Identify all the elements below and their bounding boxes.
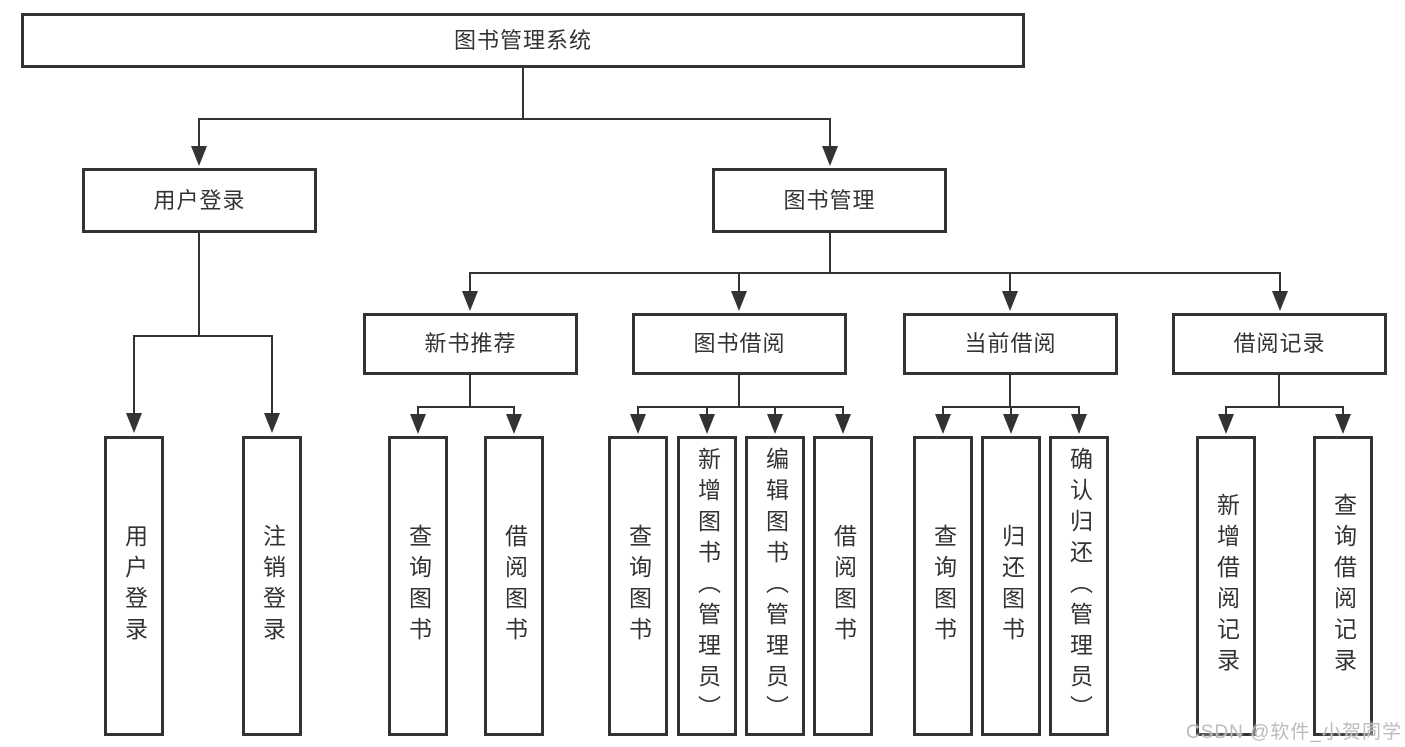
connector-record-drop-2 — [1342, 406, 1344, 416]
arrow-down-icon — [264, 413, 280, 433]
connector-login-branch — [134, 335, 272, 337]
connector-newbook-drop-1 — [417, 406, 419, 416]
leaf-borrow-borrow-book-label: 借阅图书 — [830, 524, 857, 648]
arrow-down-icon — [1071, 414, 1087, 434]
connector-login-drop-2 — [271, 335, 273, 415]
node-new-book-recommend: 新书推荐 — [363, 313, 578, 375]
connector-mgmt-stem — [829, 233, 831, 272]
node-book-management: 图书管理 — [712, 168, 947, 233]
connector-record-stem — [1278, 375, 1280, 406]
leaf-edit-book-admin-label: 编辑图书（管理员） — [762, 446, 789, 726]
connector-borrow-drop-2 — [706, 406, 708, 416]
connector-newbook-branch — [418, 406, 514, 408]
connector-borrow-drop-4 — [842, 406, 844, 416]
connector-current-drop-3 — [1078, 406, 1080, 416]
leaf-current-query-book: 查询图书 — [913, 436, 973, 736]
arrow-down-icon — [822, 146, 838, 166]
connector-mgmt-drop-1 — [469, 272, 471, 294]
connector-login-stem — [198, 233, 200, 335]
leaf-confirm-return-admin: 确认归还（管理员） — [1049, 436, 1109, 736]
arrow-down-icon — [1335, 414, 1351, 434]
leaf-confirm-return-admin-label: 确认归还（管理员） — [1066, 446, 1093, 726]
connector-borrow-drop-1 — [637, 406, 639, 416]
connector-borrow-stem — [738, 375, 740, 406]
leaf-user-login: 用户登录 — [104, 436, 164, 736]
arrow-down-icon — [1218, 414, 1234, 434]
node-current-borrow: 当前借阅 — [903, 313, 1118, 375]
node-root: 图书管理系统 — [21, 13, 1025, 68]
connector-mgmt-drop-3 — [1009, 272, 1011, 294]
node-current-borrow-label: 当前借阅 — [964, 331, 1057, 356]
leaf-newbook-borrow-book: 借阅图书 — [484, 436, 544, 736]
leaf-edit-book-admin: 编辑图书（管理员） — [745, 436, 805, 736]
leaf-borrow-borrow-book: 借阅图书 — [813, 436, 873, 736]
arrow-down-icon — [1272, 291, 1288, 311]
connector-login-drop-1 — [133, 335, 135, 415]
leaf-return-book: 归还图书 — [981, 436, 1041, 736]
connector-root-drop-right — [829, 118, 831, 150]
node-user-login: 用户登录 — [82, 168, 317, 233]
leaf-logout: 注销登录 — [242, 436, 302, 736]
arrow-down-icon — [731, 291, 747, 311]
connector-borrow-branch — [638, 406, 843, 408]
connector-record-branch — [1226, 406, 1343, 408]
leaf-add-borrow-record-label: 新增借阅记录 — [1213, 493, 1240, 679]
connector-current-stem — [1009, 375, 1011, 406]
arrow-down-icon — [1003, 414, 1019, 434]
leaf-newbook-query-book: 查询图书 — [388, 436, 448, 736]
connector-root-stem — [522, 68, 524, 118]
leaf-newbook-query-book-label: 查询图书 — [405, 524, 432, 648]
arrow-down-icon — [506, 414, 522, 434]
arrow-down-icon — [630, 414, 646, 434]
leaf-return-book-label: 归还图书 — [998, 524, 1025, 648]
arrow-down-icon — [126, 413, 142, 433]
connector-mgmt-branch — [470, 272, 1280, 274]
node-root-label: 图书管理系统 — [453, 27, 592, 53]
leaf-borrow-query-book: 查询图书 — [608, 436, 668, 736]
node-user-login-label: 用户登录 — [153, 187, 246, 213]
connector-newbook-drop-2 — [513, 406, 515, 416]
leaf-user-login-label: 用户登录 — [121, 524, 148, 648]
connector-record-drop-1 — [1225, 406, 1227, 416]
connector-newbook-stem — [469, 375, 471, 406]
leaf-logout-label: 注销登录 — [259, 524, 286, 648]
connector-mgmt-drop-2 — [738, 272, 740, 294]
node-book-borrow: 图书借阅 — [632, 313, 847, 375]
connector-root-drop-left — [198, 118, 200, 150]
arrow-down-icon — [699, 414, 715, 434]
leaf-add-book-admin-label: 新增图书（管理员） — [694, 446, 721, 726]
node-book-borrow-label: 图书借阅 — [693, 331, 786, 356]
leaf-query-borrow-record: 查询借阅记录 — [1313, 436, 1373, 736]
connector-root-branch — [198, 118, 831, 120]
node-new-book-recommend-label: 新书推荐 — [424, 331, 517, 356]
leaf-current-query-book-label: 查询图书 — [930, 524, 957, 648]
connector-mgmt-drop-4 — [1279, 272, 1281, 294]
node-borrow-record: 借阅记录 — [1172, 313, 1387, 375]
node-borrow-record-label: 借阅记录 — [1233, 331, 1326, 356]
node-book-management-label: 图书管理 — [783, 187, 876, 213]
arrow-down-icon — [767, 414, 783, 434]
arrow-down-icon — [935, 414, 951, 434]
leaf-add-borrow-record: 新增借阅记录 — [1196, 436, 1256, 736]
arrow-down-icon — [835, 414, 851, 434]
csdn-watermark: CSDN @软件_小贺同学 — [1186, 722, 1402, 743]
leaf-borrow-query-book-label: 查询图书 — [625, 524, 652, 648]
arrow-down-icon — [191, 146, 207, 166]
leaf-newbook-borrow-book-label: 借阅图书 — [501, 524, 528, 648]
connector-current-drop-1 — [942, 406, 944, 416]
leaf-add-book-admin: 新增图书（管理员） — [677, 436, 737, 736]
arrow-down-icon — [1002, 291, 1018, 311]
arrow-down-icon — [410, 414, 426, 434]
connector-current-drop-2 — [1010, 406, 1012, 416]
leaf-query-borrow-record-label: 查询借阅记录 — [1330, 493, 1357, 679]
connector-borrow-drop-3 — [774, 406, 776, 416]
arrow-down-icon — [462, 291, 478, 311]
